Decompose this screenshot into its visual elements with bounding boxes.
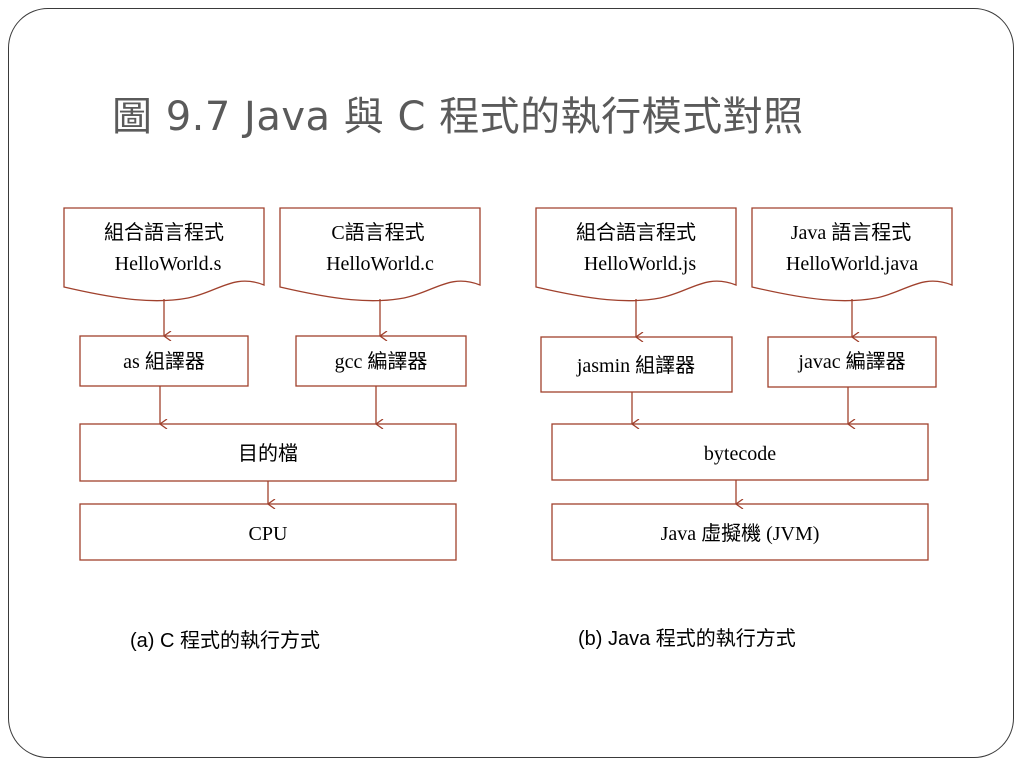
- doc-shape-java-right: [751, 207, 953, 302]
- bytecode-label: bytecode: [704, 443, 776, 465]
- doc-asm-right-line2: HelloWorld.js: [584, 253, 696, 275]
- doc-asm-left-line2: HelloWorld.s: [115, 253, 222, 275]
- cpu-box: [79, 503, 457, 561]
- caption-java-execution: (b) Java 程式的執行方式: [578, 628, 796, 650]
- jasmin-compiler-label: jasmin 組譯器: [576, 354, 695, 377]
- object-file-box: [79, 423, 457, 482]
- doc-java-right-line1: Java 語言程式: [791, 221, 912, 244]
- gcc-compiler-label: gcc 編譯器: [335, 350, 428, 373]
- doc-shape-asm-right: [535, 207, 737, 302]
- jasmin-compiler-box: [540, 336, 733, 393]
- gcc-compiler-box: [295, 335, 467, 387]
- caption-c-execution: (a) C 程式的執行方式: [130, 630, 320, 652]
- doc-shape-c-left: [279, 207, 481, 302]
- bytecode-box: [551, 423, 929, 481]
- jvm-label: Java 虛擬機 (JVM): [661, 522, 820, 545]
- as-compiler-label: as 組譯器: [123, 350, 205, 373]
- doc-shape-asm-left: [63, 207, 265, 302]
- doc-c-left-line1: C語言程式: [331, 221, 424, 244]
- page-title: 圖 9.7 Java 與 C 程式的執行模式對照: [112, 94, 804, 140]
- javac-compiler-label: javac 編譯器: [797, 350, 905, 373]
- javac-compiler-box: [767, 336, 937, 388]
- cpu-label: CPU: [249, 523, 288, 545]
- doc-asm-left-line1: 組合語言程式: [104, 221, 224, 244]
- doc-asm-right-line1: 組合語言程式: [576, 221, 696, 244]
- object-file-label: 目的檔: [238, 442, 298, 465]
- doc-java-right-line2: HelloWorld.java: [786, 253, 918, 275]
- doc-c-left-line2: HelloWorld.c: [326, 253, 434, 275]
- jvm-box: [551, 503, 929, 561]
